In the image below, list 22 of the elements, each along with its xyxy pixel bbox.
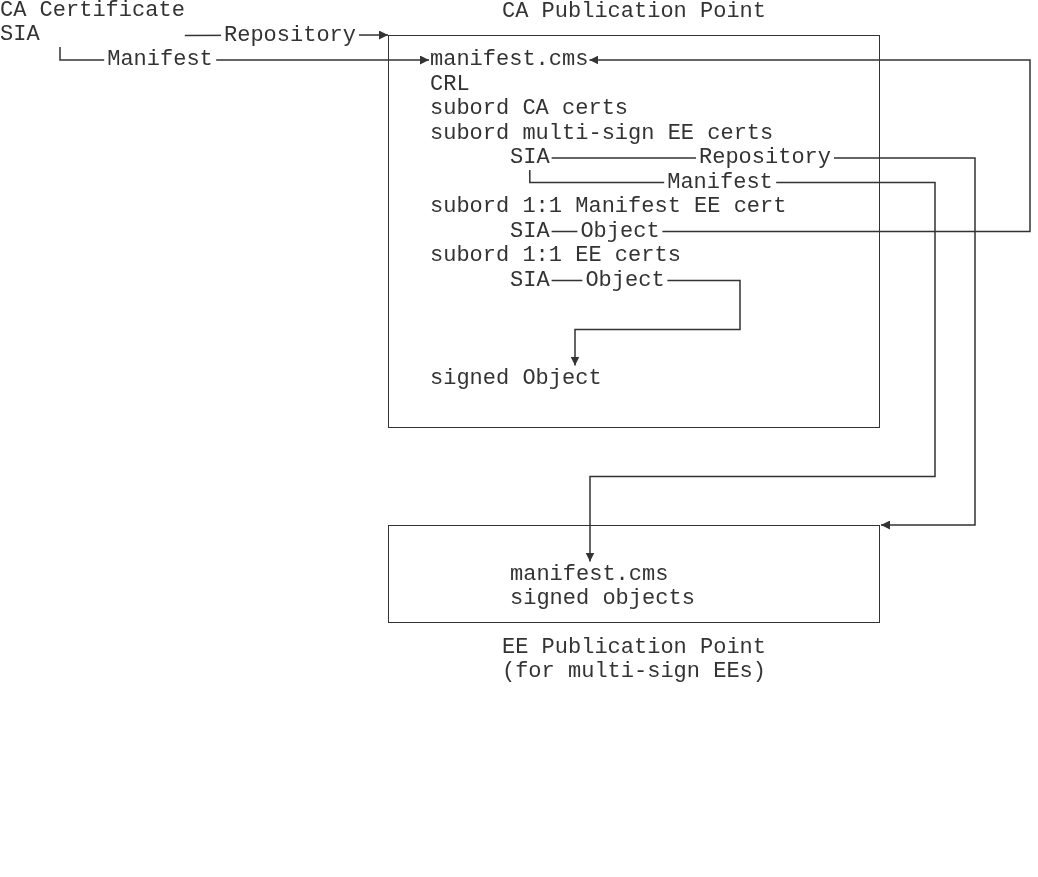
- node-label: subord multi-sign EE certs: [430, 121, 774, 146]
- arrow: [550, 55, 1031, 233]
- node-label: manifest.cms: [430, 48, 589, 72]
- edge-label: Repository: [221, 24, 359, 47]
- arrow: [529, 169, 936, 563]
- node-label: CA Certificate: [0, 0, 185, 23]
- edge-label: Object: [577, 220, 663, 243]
- box-heading: EE Publication Point (for multi-sign EEs): [500, 636, 767, 684]
- edge-label: Repository: [696, 147, 834, 169]
- node-label: CRL: [430, 72, 470, 97]
- node-label: subord 1:1 Manifest EE cert: [430, 195, 787, 219]
- edge-label: Object: [582, 269, 668, 292]
- node-label: subord CA certs: [430, 97, 629, 121]
- node-label: SIA: [510, 268, 550, 293]
- box-heading: CA Publication Point: [500, 0, 767, 24]
- node-label: SIA: [510, 146, 550, 170]
- node-label: signed objects: [510, 587, 695, 611]
- node-label: SIA: [0, 23, 41, 47]
- node-label: manifest.cms: [510, 562, 669, 587]
- node-label: signed Object: [430, 366, 602, 391]
- node-label: subord 1:1 EE certs: [430, 244, 681, 268]
- node-label: SIA: [510, 219, 550, 244]
